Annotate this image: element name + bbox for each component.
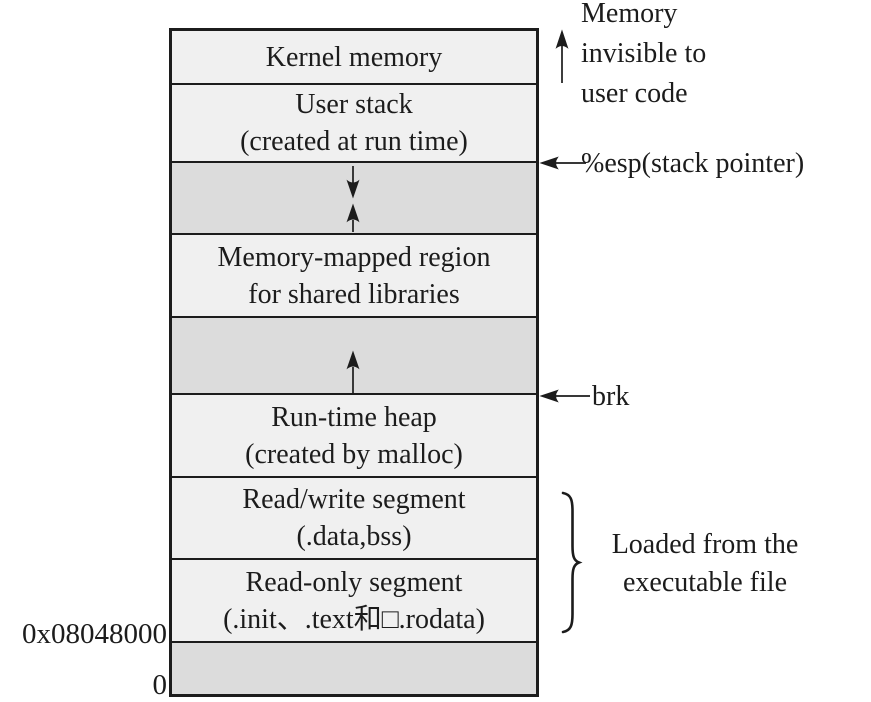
memory-invisible-line2: invisible to: [581, 38, 707, 69]
segment-sublabel: (.data,bss): [296, 521, 412, 552]
segment-sublabel: for shared libraries: [248, 278, 460, 310]
memory-invisible-note: Memory invisible to user code: [581, 0, 706, 114]
segment-kernel-memory: Kernel memory: [172, 31, 536, 85]
segment-memory-mapped-region: Memory-mapped region for shared librarie…: [172, 235, 536, 318]
memory-map-box: Kernel memory User stack (created at run…: [169, 28, 539, 697]
memory-invisible-line1: Memory: [581, 0, 678, 29]
segment-label: Run-time heap: [271, 401, 437, 433]
segment-user-stack: User stack (created at run time): [172, 85, 536, 163]
address-label-zero: 0: [152, 669, 168, 701]
address-label-0x08048000: 0x08048000: [22, 618, 167, 650]
segment-sublabel: (created by malloc): [245, 438, 463, 470]
esp-pointer-left-arrow-icon: [539, 156, 586, 170]
segment-heap-growth-gap: [172, 318, 536, 395]
esp-stack-pointer-label: %esp(stack pointer): [581, 148, 805, 179]
loaded-from-executable-note: Loaded from the executable file: [577, 526, 833, 602]
segment-label: User stack: [295, 89, 413, 120]
loaded-note-line1: Loaded from the: [611, 529, 799, 560]
segment-sublabel: (created at run time): [240, 126, 468, 157]
segment-sublabel: (.init、.text和□.rodata): [223, 603, 485, 635]
brk-pointer-left-arrow-icon: [539, 389, 590, 403]
segment-unused-low-memory: [172, 643, 536, 694]
segment-runtime-heap: Run-time heap (created by malloc): [172, 395, 536, 478]
segment-label: Read/write segment: [242, 484, 466, 515]
memory-invisible-line3: user code: [581, 78, 688, 109]
segment-label: Memory-mapped region: [217, 241, 491, 273]
segment-read-only: Read-only segment (.init、.text和□.rodata): [172, 560, 536, 643]
segment-label: Kernel memory: [265, 41, 443, 73]
memory-invisible-up-arrow-icon: [555, 29, 569, 83]
segment-label: Read-only segment: [245, 566, 463, 598]
segment-read-write: Read/write segment (.data,bss): [172, 478, 536, 560]
segment-stack-growth-gap: [172, 163, 536, 235]
loaded-note-line2: executable file: [622, 567, 787, 598]
brk-label: brk: [592, 381, 630, 412]
